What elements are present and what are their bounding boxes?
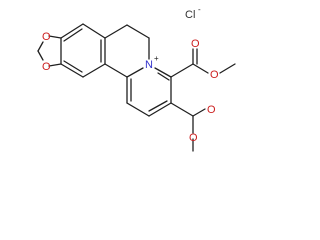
nitrogen-positive-charge: +	[154, 54, 159, 63]
ester2-ether-oxygen: O	[189, 132, 198, 144]
nitrogen-label: N	[145, 59, 153, 71]
chloride-negative-charge: -	[198, 5, 201, 14]
molecule-diagram: O O N + Cl - O O O O	[37, 5, 236, 152]
ester2-carbonyl-oxygen: O	[207, 104, 216, 116]
oxygen-label-lower: O	[42, 61, 51, 73]
ester1-carbonyl-oxygen: O	[191, 38, 200, 50]
structure-svg: O O N + Cl - O O O O	[37, 5, 236, 152]
bonds	[37, 23, 236, 152]
chloride-label: Cl	[185, 9, 195, 21]
ester1-ether-oxygen: O	[210, 69, 219, 81]
oxygen-label-upper: O	[42, 31, 51, 43]
atom-labels: O O N + Cl - O O O O	[42, 5, 219, 144]
